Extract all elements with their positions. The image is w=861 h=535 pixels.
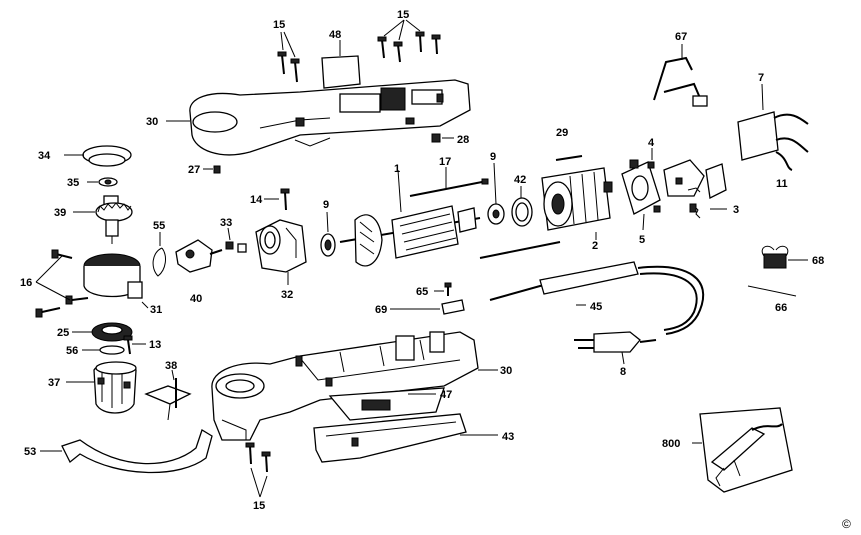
inset-800 (699, 407, 793, 493)
callout-labels: 15 48 15 67 7 30 28 29 4 34 27 17 9 42 1… (20, 9, 851, 531)
label-55: 55 (153, 220, 165, 232)
label-9a: 9 (490, 151, 496, 163)
label-1: 1 (394, 163, 400, 175)
label-7: 7 (758, 72, 764, 84)
cover-43 (313, 413, 467, 463)
label-25: 25 (57, 327, 69, 339)
brush-holder-5 (621, 159, 661, 215)
label-68: 68 (812, 255, 824, 267)
label-69: 69 (375, 304, 387, 316)
label-13: 13 (149, 339, 161, 351)
label-15c: 15 (253, 500, 265, 512)
bearing-housing-37 (93, 361, 137, 414)
label-32: 32 (281, 289, 293, 301)
label-37: 37 (48, 377, 60, 389)
label-65: 65 (416, 286, 428, 298)
label-38: 38 (165, 360, 177, 372)
spindle-40 (175, 239, 223, 273)
cord-45 (489, 261, 705, 335)
label-48: 48 (329, 29, 341, 41)
stator-2 (541, 167, 613, 231)
label-plate-48 (321, 55, 361, 89)
copyright-mark: © (842, 517, 851, 531)
label-45: 45 (590, 301, 602, 313)
switch-assembly (663, 159, 727, 199)
label-31: 31 (150, 304, 162, 316)
label-27: 27 (188, 164, 200, 176)
label-5: 5 (639, 234, 645, 246)
label-800: 800 (662, 438, 680, 450)
label-42: 42 (514, 174, 526, 186)
handle-53 (61, 429, 213, 474)
label-11: 11 (776, 178, 788, 190)
upper-housing-30 (189, 79, 471, 156)
label-3: 3 (733, 204, 739, 216)
label-47: 47 (440, 389, 452, 401)
label-15a: 15 (273, 19, 285, 31)
label-33: 33 (220, 217, 232, 229)
label-35: 35 (67, 177, 79, 189)
label-29: 29 (556, 127, 568, 139)
label-16: 16 (20, 277, 32, 289)
bracket-38 (144, 378, 192, 421)
label-40: 40 (190, 293, 202, 305)
label-39: 39 (54, 207, 66, 219)
label-8: 8 (620, 366, 626, 378)
label-53: 53 (24, 446, 36, 458)
clamp-67 (653, 56, 708, 107)
label-34: 34 (38, 150, 51, 162)
label-4: 4 (648, 137, 655, 149)
armature-1 (339, 205, 481, 267)
label-9b: 9 (323, 199, 329, 211)
label-66: 66 (775, 302, 787, 314)
label-14: 14 (250, 194, 263, 206)
screws-15-top-left (277, 31, 300, 83)
connector-68 (761, 245, 789, 269)
capacitor-7 (737, 111, 809, 171)
gear-housing-32 (255, 219, 307, 273)
label-2: 2 (592, 240, 598, 252)
label-28: 28 (457, 134, 469, 146)
gear-39 (95, 195, 133, 244)
plug-8 (574, 331, 657, 353)
label-30a: 30 (146, 116, 158, 128)
clamp-ring-16 (35, 249, 143, 318)
lower-housing-30 (211, 331, 479, 441)
screws-15-top-right (377, 19, 441, 63)
label-67: 67 (675, 31, 687, 43)
label-56: 56 (66, 345, 78, 357)
label-17: 17 (439, 156, 451, 168)
label-30b: 30 (500, 365, 512, 377)
clip-55 (152, 247, 166, 277)
label-43: 43 (502, 431, 514, 443)
label-15b: 15 (397, 9, 409, 21)
